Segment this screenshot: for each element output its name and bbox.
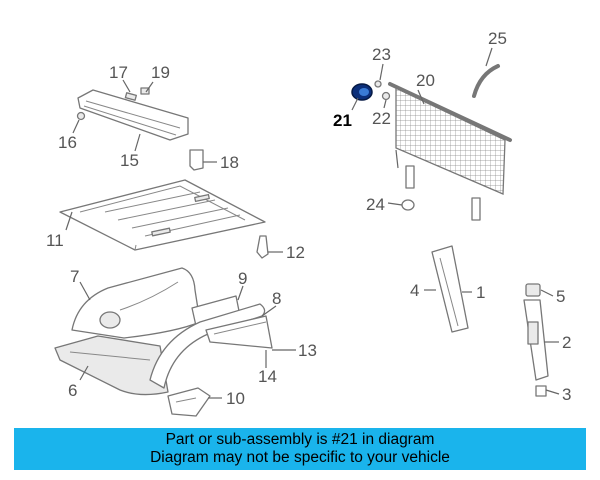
callout-8: 8 — [272, 289, 281, 308]
callout-2: 2 — [562, 333, 571, 352]
pillar-trim-part-1 — [431, 245, 469, 333]
bolt-part-22 — [381, 91, 391, 101]
callout-1: 1 — [476, 283, 485, 302]
rear-pillar-trim-part-2 — [523, 299, 549, 381]
parts-diagram: 17 19 16 15 18 11 12 7 9 8 13 14 6 10 23… — [46, 29, 571, 417]
cargo-floor-part — [59, 179, 266, 251]
callout-19: 19 — [151, 63, 170, 82]
sill-plate-part-8 — [149, 303, 266, 389]
callout-7: 7 — [70, 267, 79, 286]
callout-18: 18 — [220, 153, 239, 172]
leader-lines — [65, 47, 560, 399]
clip-part-10 — [167, 387, 211, 417]
callout-10: 10 — [226, 389, 245, 408]
callout-5: 5 — [556, 287, 565, 306]
clip-part-3 — [535, 385, 547, 397]
callout-4: 4 — [410, 281, 419, 300]
info-banner: Part or sub-assembly is #21 in diagram D… — [14, 428, 586, 470]
callout-17: 17 — [109, 63, 128, 82]
side-trim-panel-part-7 — [71, 267, 201, 339]
callout-11: 11 — [46, 231, 64, 250]
vent-part-5 — [525, 283, 541, 297]
callout-9: 9 — [238, 269, 247, 288]
cargo-cover-part — [77, 87, 189, 141]
bracket-part-18 — [189, 149, 204, 171]
callout-22: 22 — [372, 109, 391, 128]
callout-12: 12 — [286, 243, 305, 262]
callout-25: 25 — [488, 29, 507, 48]
callout-16: 16 — [58, 133, 77, 152]
clip-part-24 — [401, 199, 415, 211]
bolt-part-16 — [76, 111, 86, 121]
callout-6: 6 — [68, 381, 77, 400]
callout-21: 21 — [333, 111, 352, 130]
cargo-net-part-20 — [388, 82, 512, 221]
callout-20: 20 — [416, 71, 435, 90]
banner-line-2: Diagram may not be specific to your vehi… — [150, 449, 450, 466]
anchor-part-21 — [351, 83, 373, 101]
callout-3: 3 — [562, 385, 571, 404]
bolt-part-23 — [374, 80, 382, 88]
scuff-strip-part-14 — [205, 315, 273, 349]
hook-part-12 — [256, 235, 269, 259]
callout-24: 24 — [366, 195, 385, 214]
banner-line-1: Part or sub-assembly is #21 in diagram — [165, 431, 435, 448]
hook-part-25 — [472, 64, 500, 98]
callout-23: 23 — [372, 45, 391, 64]
callout-14: 14 — [258, 367, 277, 386]
callout-15: 15 — [120, 151, 139, 170]
callout-13: 13 — [298, 341, 317, 360]
